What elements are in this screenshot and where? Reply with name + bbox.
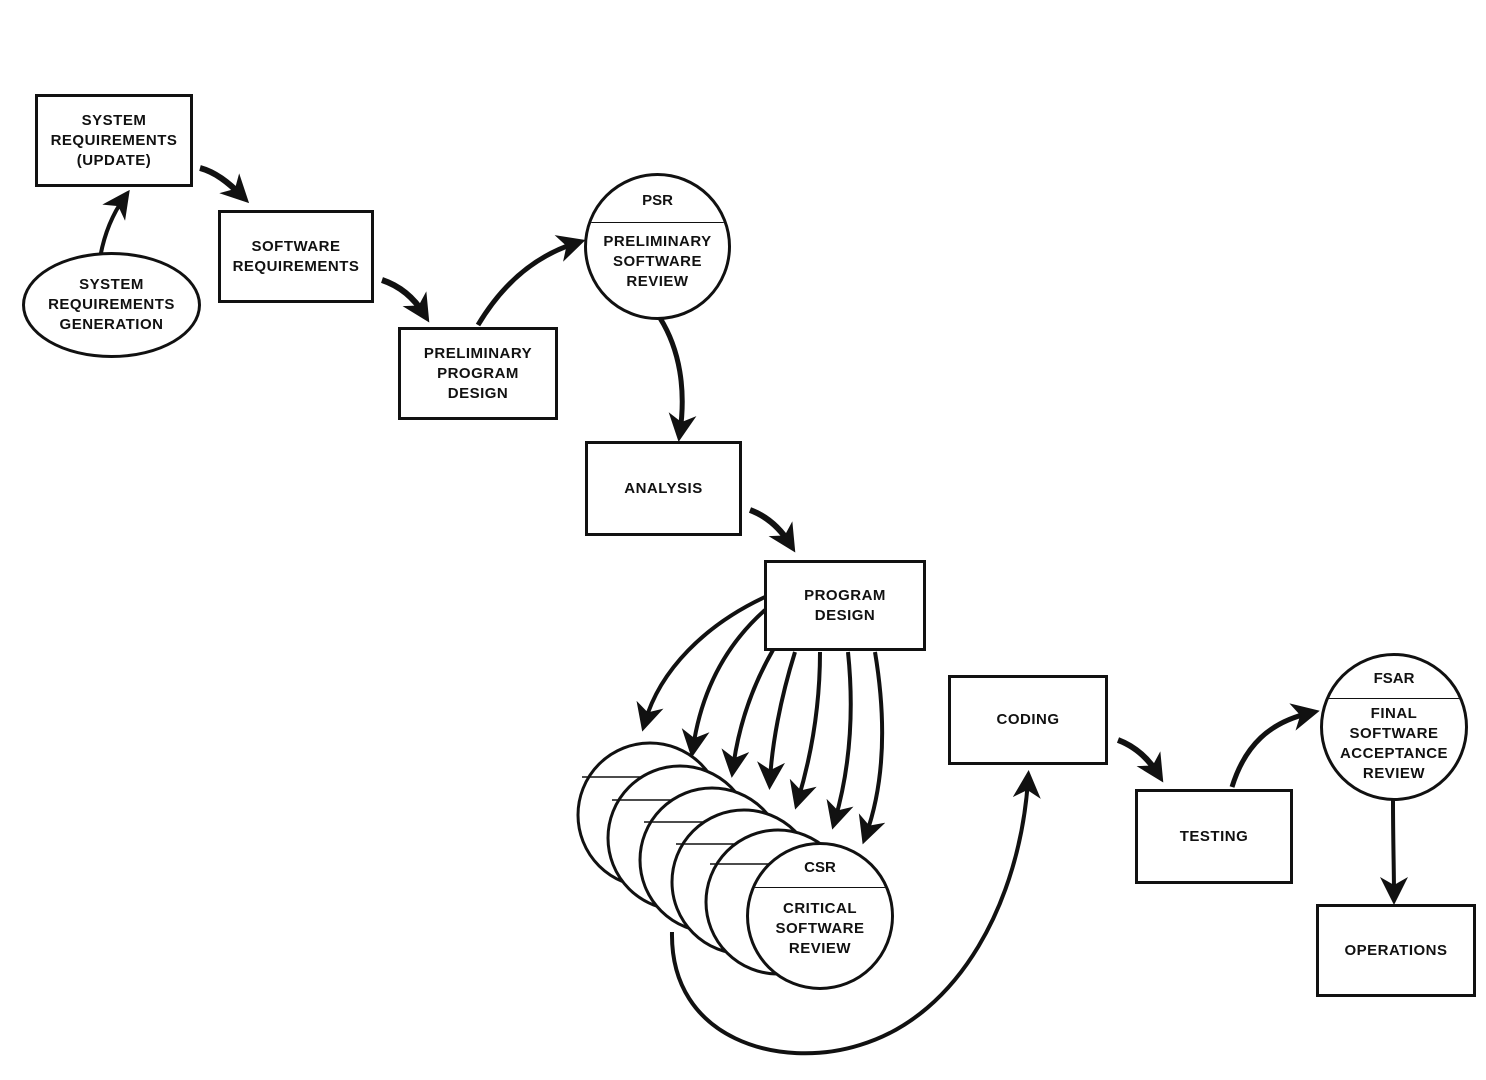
system-requirements-update-label: SYSTEM REQUIREMENTS (UPDATE) — [50, 111, 178, 169]
arrow-program-design-to-csr-1 — [636, 595, 766, 732]
arrow-program-design-to-csr-3 — [721, 649, 775, 778]
arrow-program-design-to-csr-4 — [757, 651, 797, 790]
system-requirements-generation-label: SYSTEM REQUIREMENTS GENERATION — [48, 276, 175, 333]
testing-label: TESTING — [1179, 827, 1249, 845]
arrow-program-design-to-csr-7 — [858, 651, 886, 845]
csr-abbr: CSR — [804, 859, 836, 876]
csr-divider — [749, 887, 891, 888]
arrow-program-design-to-csr-2 — [681, 608, 767, 758]
arrow-generation-to-update — [98, 189, 130, 259]
arrow-preliminary-to-psr — [475, 235, 586, 327]
testing-box: TESTING — [1135, 789, 1293, 884]
analysis-label: ANALYSIS — [624, 479, 703, 497]
operations-box: OPERATIONS — [1316, 904, 1476, 997]
psr-divider — [587, 222, 728, 223]
fsar-name: FINAL SOFTWARE ACCEPTANCE REVIEW — [1339, 705, 1449, 782]
csr-name: CRITICAL SOFTWARE REVIEW — [775, 900, 865, 957]
operations-label: OPERATIONS — [1344, 941, 1448, 959]
psr-abbr: PSR — [642, 192, 673, 209]
arrow-program-design-to-csr-5 — [789, 651, 822, 810]
arrow-psr-to-analysis — [657, 316, 697, 442]
program-design-box: PROGRAM DESIGN — [764, 560, 926, 651]
arrow-software-to-preliminary — [380, 277, 430, 323]
arrow-program-design-to-csr-6 — [826, 651, 854, 830]
fsar-divider — [1323, 698, 1465, 699]
fsar-abbr: FSAR — [1373, 670, 1415, 687]
csr-review-circle: CSR CRITICAL SOFTWARE REVIEW — [746, 842, 894, 990]
arrow-update-to-software — [199, 165, 250, 204]
psr-name: PRELIMINARY SOFTWARE REVIEW — [603, 233, 712, 290]
arrows — [98, 165, 1408, 1056]
system-requirements-update-box: SYSTEM REQUIREMENTS (UPDATE) — [35, 94, 193, 187]
fsar-review-circle: FSAR FINAL SOFTWARE ACCEPTANCE REVIEW — [1320, 653, 1468, 801]
analysis-box: ANALYSIS — [585, 441, 742, 536]
arrow-fsar-to-operations — [1379, 799, 1408, 905]
coding-label: CODING — [996, 711, 1060, 728]
arrow-csr-to-coding — [669, 770, 1041, 1056]
psr-review-circle: PSR PRELIMINARY SOFTWARE REVIEW — [584, 173, 731, 320]
preliminary-program-design-box: PRELIMINARY PROGRAM DESIGN — [398, 327, 558, 420]
preliminary-program-design-label: PRELIMINARY PROGRAM DESIGN — [423, 344, 533, 402]
arrow-analysis-to-program-design — [748, 507, 796, 553]
program-design-label: PROGRAM DESIGN — [804, 586, 886, 624]
coding-box: CODING — [948, 675, 1108, 765]
arrow-testing-to-fsar — [1229, 703, 1320, 788]
arrow-coding-to-testing — [1116, 737, 1164, 783]
system-requirements-generation-oval: SYSTEM REQUIREMENTS GENERATION — [22, 252, 201, 358]
software-requirements-label: SOFTWARE REQUIREMENTS — [232, 237, 360, 275]
software-requirements-box: SOFTWARE REQUIREMENTS — [218, 210, 374, 303]
